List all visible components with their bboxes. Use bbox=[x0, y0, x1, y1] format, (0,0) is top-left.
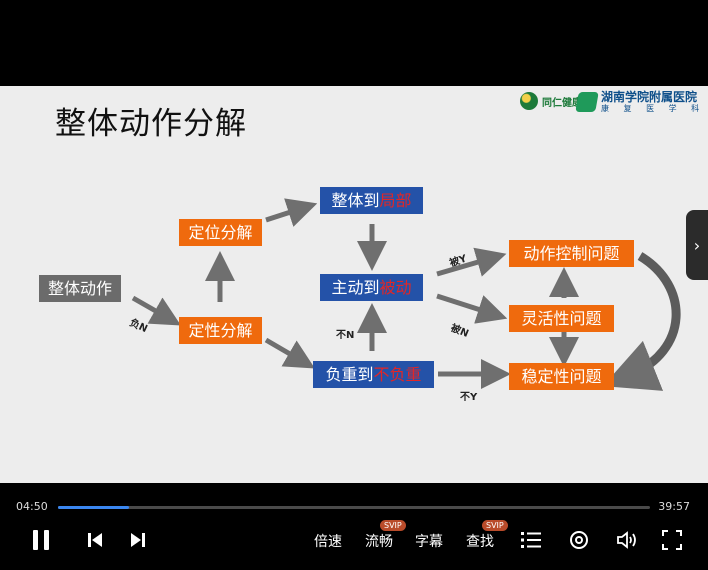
arrow-positioning-to-whole bbox=[265, 198, 318, 227]
chevron-right-icon: › bbox=[693, 235, 701, 255]
node-whole-to-part: 整体到局部 bbox=[320, 187, 423, 214]
skip-next-icon bbox=[131, 533, 145, 547]
node-positioning-breakdown: 定位分解 bbox=[179, 219, 262, 246]
node-overall-action: 整体动作 bbox=[39, 275, 121, 302]
node-load-to-noload-b: 不负重 bbox=[373, 365, 422, 384]
playlist-button[interactable] bbox=[518, 527, 544, 553]
quality-button[interactable]: 流畅 bbox=[365, 534, 393, 550]
node-stability-problem: 稳定性问题 bbox=[509, 363, 614, 390]
logo-mark-icon bbox=[520, 92, 538, 110]
department-name: 康 复 医 学 科 bbox=[601, 104, 706, 114]
node-active-to-passive-b: 被动 bbox=[379, 278, 412, 297]
node-qualitative-breakdown: 定性分解 bbox=[179, 317, 262, 344]
node-flexibility-problem: 灵活性问题 bbox=[509, 305, 614, 332]
arrow-overall-to-qualitative bbox=[131, 295, 182, 326]
diagram-arrows bbox=[131, 198, 681, 391]
arrow-active-to-motor bbox=[436, 247, 507, 277]
pause-button[interactable] bbox=[28, 527, 54, 553]
node-active-to-passive-a: 主动到 bbox=[331, 278, 380, 297]
curved-arrow-motor-to-stability bbox=[602, 252, 681, 391]
arrow-qualitative-to-load bbox=[264, 337, 315, 369]
quality-svip-badge: SVIP bbox=[380, 520, 406, 531]
search-button[interactable]: 查找 bbox=[466, 534, 494, 550]
hospital-logo-right: 湖南学院附属医院 康 复 医 学 科 bbox=[575, 90, 706, 114]
logo-left-text: 同仁健康 bbox=[542, 97, 582, 109]
slide-title: 整体动作分解 bbox=[55, 106, 247, 142]
video-frame[interactable]: 整体动作分解 同仁健康 湖南学院附属医院 康 复 医 学 科 bbox=[0, 86, 708, 483]
node-active-to-passive: 主动到被动 bbox=[320, 274, 423, 301]
node-motor-control-problem: 动作控制问题 bbox=[509, 240, 634, 267]
search-svip-badge: SVIP bbox=[482, 520, 508, 531]
arrow-active-to-flexibility bbox=[436, 293, 508, 324]
previous-button[interactable] bbox=[82, 527, 108, 553]
next-button[interactable] bbox=[125, 527, 151, 553]
volume-button[interactable] bbox=[614, 527, 640, 553]
hospital-name: 湖南学院附属医院 bbox=[601, 90, 698, 104]
edge-label-buY: 不Y bbox=[460, 392, 478, 403]
node-whole-to-part-a: 整体到 bbox=[331, 191, 380, 210]
fullscreen-button[interactable] bbox=[659, 527, 685, 553]
current-time: 04:50 bbox=[16, 500, 48, 513]
progress-fill bbox=[58, 506, 130, 509]
node-load-to-noload-a: 负重到 bbox=[325, 365, 374, 384]
total-time: 39:57 bbox=[658, 500, 690, 513]
fullscreen-icon bbox=[662, 530, 682, 550]
edge-label-buN: 不N bbox=[336, 330, 355, 341]
node-load-to-noload: 负重到不负重 bbox=[313, 361, 434, 388]
node-whole-to-part-b: 局部 bbox=[379, 191, 412, 210]
pause-icon bbox=[33, 530, 49, 550]
subtitles-button[interactable]: 字幕 bbox=[415, 534, 443, 550]
skip-previous-icon bbox=[88, 533, 102, 547]
settings-icon bbox=[570, 531, 588, 549]
side-panel-toggle-button[interactable]: › bbox=[686, 210, 708, 280]
progress-bar[interactable] bbox=[58, 506, 650, 509]
player-controls: 04:50 39:57 倍速 SVIP 流畅 字幕 SVIP 查找 bbox=[0, 483, 708, 570]
hospital-logo-left: 同仁健康 bbox=[520, 92, 582, 110]
volume-icon bbox=[617, 531, 636, 549]
settings-button[interactable] bbox=[566, 527, 592, 553]
speed-button[interactable]: 倍速 bbox=[314, 534, 342, 550]
list-icon bbox=[521, 532, 541, 548]
